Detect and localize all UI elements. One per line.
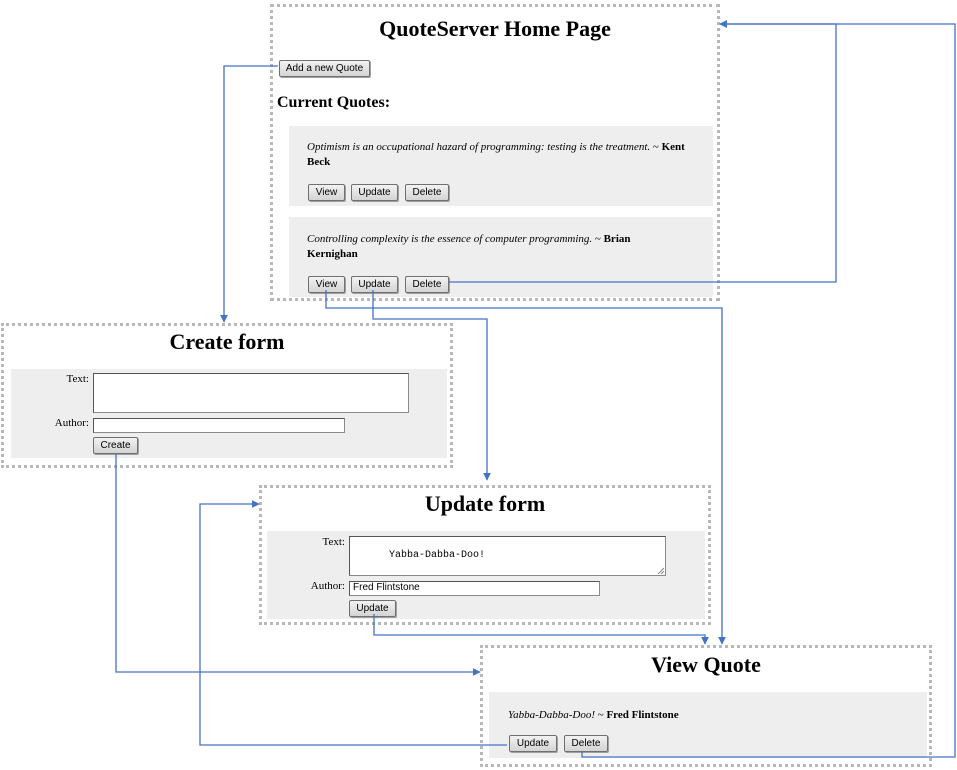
view-quote-panel: View Quote Yabba-Dabba-Doo! ~ Fred Flint… [480, 645, 932, 767]
update-author-label: Author: [310, 580, 345, 592]
quote-1-separator: ~ [650, 141, 662, 153]
view-quote-body: Yabba-Dabba-Doo! ~ Fred Flintstone Updat… [489, 692, 927, 758]
update-form-body: Text: Yabba-Dabba-Doo! Author: Fred Flin… [267, 531, 705, 619]
update-text-area[interactable]: Yabba-Dabba-Doo! [349, 536, 666, 576]
quote-card-2: Controlling complexity is the essence of… [289, 217, 713, 297]
create-author-label: Author: [54, 417, 89, 429]
quote-2-delete-button[interactable]: Delete [405, 276, 449, 293]
quote-1-view-button[interactable]: View [308, 184, 345, 201]
view-delete-button[interactable]: Delete [564, 735, 608, 752]
view-quote-separator: ~ [595, 709, 607, 721]
view-update-button[interactable]: Update [509, 735, 557, 752]
resize-grip-icon [657, 567, 664, 574]
home-page-title: QuoteServer Home Page [379, 16, 611, 41]
create-text-area[interactable] [93, 373, 409, 413]
quote-2: Controlling complexity is the essence of… [307, 232, 672, 262]
update-form-panel: Update form Text: Yabba-Dabba-Doo! Autho… [259, 485, 711, 625]
quote-2-view-button[interactable]: View [308, 276, 345, 293]
quote-1: Optimism is an occupational hazard of pr… [307, 140, 702, 170]
add-quote-button[interactable]: Add a new Quote [279, 60, 370, 77]
quote-2-text: Controlling complexity is the essence of… [307, 233, 593, 245]
quote-card-1: Optimism is an occupational hazard of pr… [289, 126, 713, 206]
create-form-panel: Create form Text: Author: Create [1, 323, 453, 468]
view-quote-text: Yabba-Dabba-Doo! [508, 709, 595, 721]
update-text-value: Yabba-Dabba-Doo! [389, 550, 486, 561]
update-text-label: Text: [322, 536, 345, 548]
create-author-input[interactable] [93, 418, 345, 433]
quote-1-update-button[interactable]: Update [351, 184, 398, 201]
quote-2-update-button[interactable]: Update [351, 276, 398, 293]
view-quote-line: Yabba-Dabba-Doo! ~ Fred Flintstone [508, 708, 908, 723]
create-submit-button[interactable]: Create [93, 437, 138, 454]
view-quote-author: Fred Flintstone [606, 709, 679, 721]
create-form-body: Text: Author: Create [11, 369, 447, 458]
update-author-input[interactable]: Fred Flintstone [349, 581, 600, 596]
quote-1-text: Optimism is an occupational hazard of pr… [307, 141, 651, 153]
home-page-panel: QuoteServer Home Page Add a new Quote Cu… [270, 4, 720, 301]
current-quotes-heading: Current Quotes: [277, 94, 391, 111]
create-text-label: Text: [66, 373, 89, 385]
view-quote-title: View Quote [651, 652, 761, 677]
create-form-title: Create form [169, 329, 285, 354]
update-form-title: Update form [424, 491, 546, 516]
update-submit-button[interactable]: Update [349, 600, 396, 617]
quote-2-separator: ~ [592, 233, 604, 245]
quote-1-delete-button[interactable]: Delete [405, 184, 449, 201]
